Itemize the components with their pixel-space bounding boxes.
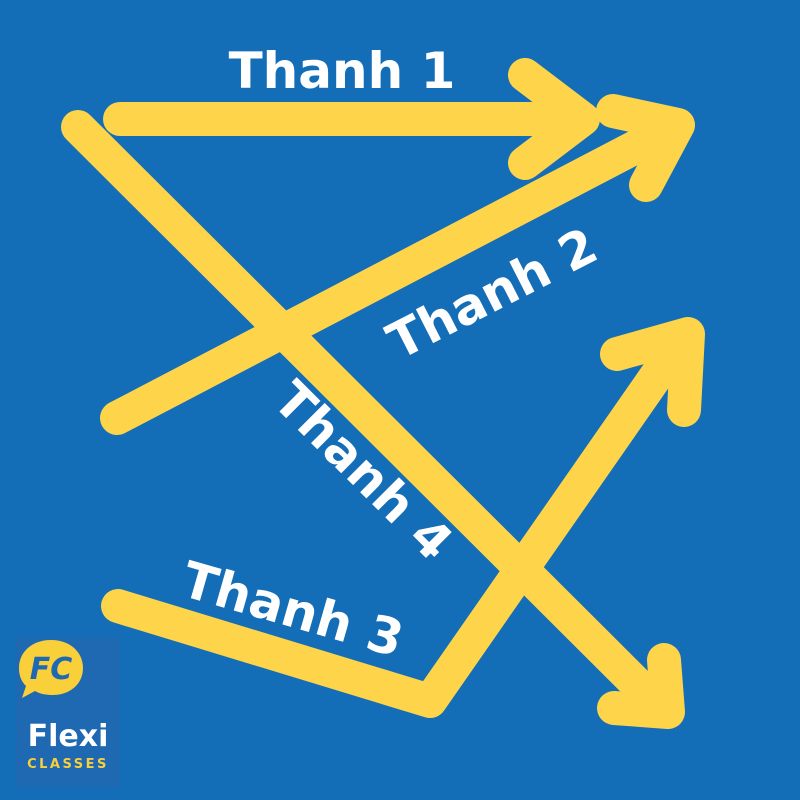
label-thanh-1: Thanh 1 [229, 42, 456, 100]
arrow-thanh-1 [103, 58, 600, 180]
arrow-thanh-4 [61, 110, 685, 729]
logo-monogram: FC [30, 652, 73, 687]
arrow-thanh-3 [101, 317, 705, 718]
flexi-classes-logo: FC Flexi CLASSES [16, 637, 120, 787]
fc-speech-bubble-icon: FC [19, 640, 83, 698]
logo-name: Flexi [27, 719, 109, 754]
arrow-thanh-2 [100, 94, 695, 435]
logo-subtitle: CLASSES [27, 757, 109, 772]
